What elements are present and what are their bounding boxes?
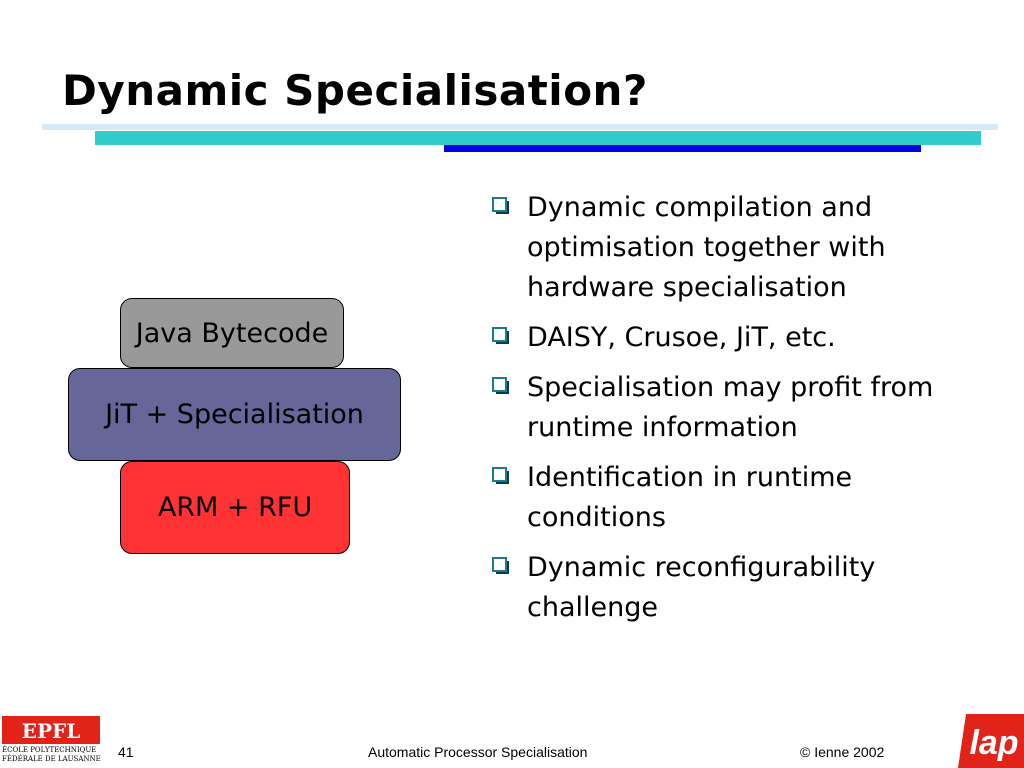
lap-logo-text: lap — [969, 724, 1018, 762]
bullet-text: Specialisation may profit from runtime i… — [527, 372, 934, 443]
epfl-caption-line: ÉCOLE POLYTECHNIQUE — [2, 746, 97, 754]
stack-box-label: Java Bytecode — [135, 317, 329, 349]
epfl-logo-block — [2, 716, 100, 744]
title-underline-blue — [444, 145, 921, 152]
checkbox-square-icon — [492, 467, 509, 484]
page-number: 41 — [118, 744, 134, 760]
footer-copyright: © Ienne 2002 — [800, 744, 885, 760]
stack-box-label: ARM + RFU — [157, 492, 313, 523]
bullet-list: Dynamic compilation and optimisation tog… — [490, 188, 970, 638]
bullet-item: Identification in runtime conditions — [490, 458, 970, 538]
lap-logo-icon: lap — [958, 714, 1024, 768]
epfl-logo-text: EPFL — [22, 719, 81, 743]
stack-box-java-bytecode: Java Bytecode — [120, 298, 344, 368]
bullet-text: Dynamic compilation and optimisation tog… — [527, 192, 886, 303]
checkbox-square-icon — [492, 197, 509, 214]
title-underline-light — [42, 124, 998, 130]
bullet-item: Dynamic reconfigurability challenge — [490, 548, 970, 628]
slide-title: Dynamic Specialisation? — [62, 66, 648, 115]
checkbox-square-icon — [492, 327, 509, 344]
epfl-caption-line: FÉDÉRALE DE LAUSANNE — [2, 755, 101, 763]
bullet-item: DAISY, Crusoe, JiT, etc. — [490, 318, 970, 358]
bullet-item: Specialisation may profit from runtime i… — [490, 368, 970, 448]
stack-box-jit-specialisation: JiT + Specialisation — [68, 368, 401, 461]
epfl-logo: EPFL ÉCOLE POLYTECHNIQUE FÉDÉRALE DE LAU… — [2, 716, 101, 766]
bullet-text: Identification in runtime conditions — [527, 462, 853, 533]
stack-box-arm-rfu: ARM + RFU — [120, 461, 350, 554]
bullet-text: Dynamic reconfigurability challenge — [527, 552, 876, 623]
footer-title: Automatic Processor Specialisation — [368, 744, 588, 760]
checkbox-square-icon — [492, 557, 509, 574]
epfl-wordmark-icon: EPFL — [22, 719, 81, 743]
stack-box-label: JiT + Specialisation — [105, 399, 364, 430]
title-underline-cyan — [95, 131, 981, 145]
bullet-text: DAISY, Crusoe, JiT, etc. — [527, 322, 836, 353]
bullet-item: Dynamic compilation and optimisation tog… — [490, 188, 970, 308]
epfl-caption: ÉCOLE POLYTECHNIQUE FÉDÉRALE DE LAUSANNE — [2, 746, 101, 764]
checkbox-square-icon — [492, 377, 509, 394]
